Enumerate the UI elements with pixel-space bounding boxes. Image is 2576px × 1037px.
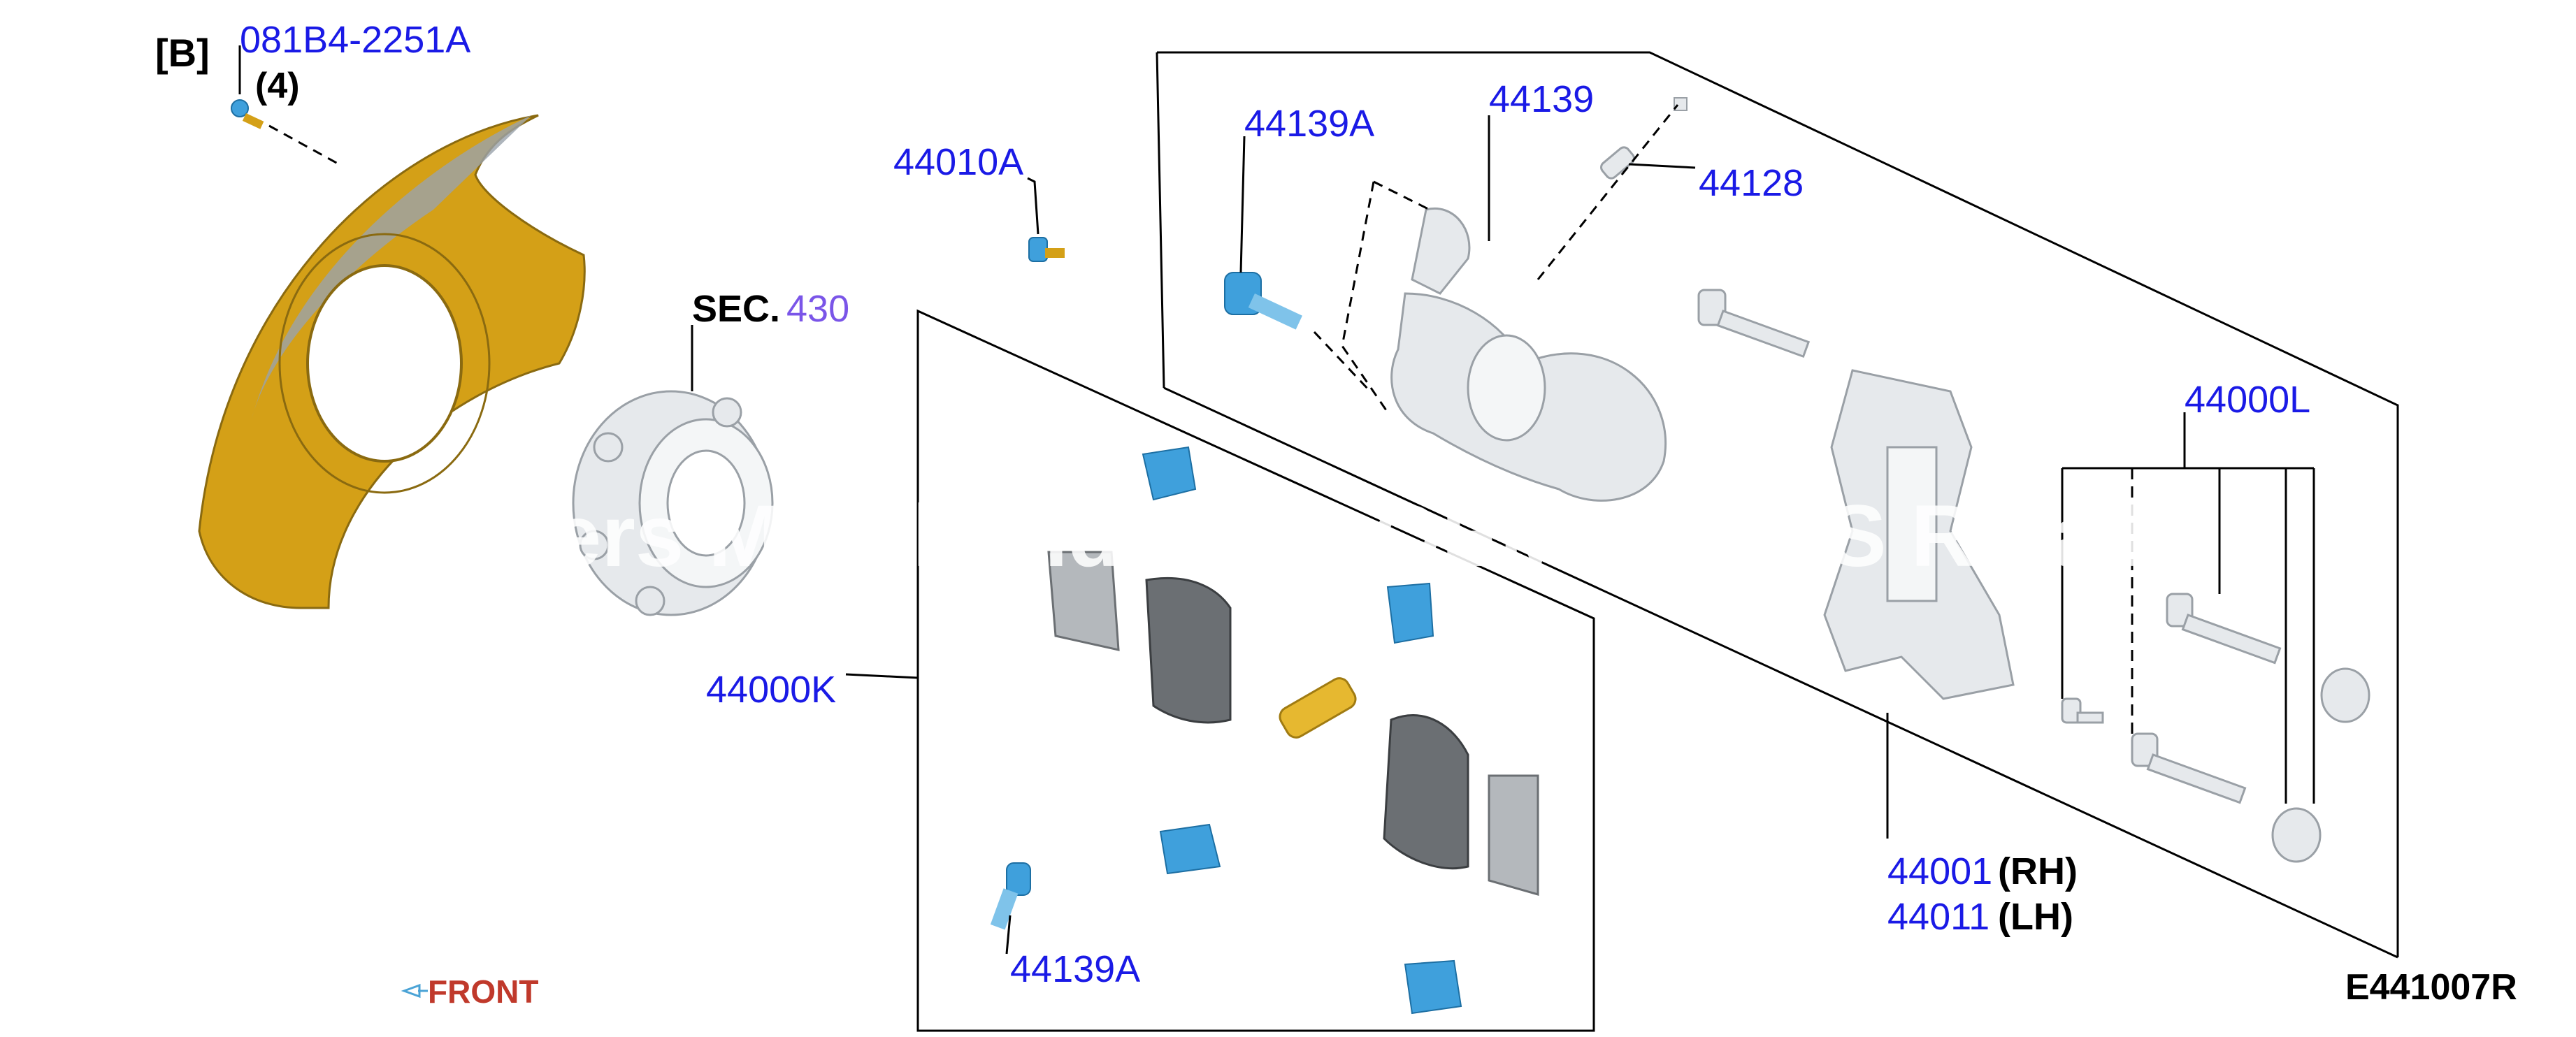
callout-44001-side: (RH) <box>1998 850 2078 892</box>
callout-44011-side: (LH) <box>1998 896 2073 938</box>
pad-shim-inner <box>1047 551 1120 651</box>
pad-kit-bolt-44139A-icon <box>990 862 1031 930</box>
view-tag: [B] <box>155 31 210 75</box>
brake-pad-inner <box>1145 576 1232 724</box>
callout-44139A-caliper[interactable]: 44139A <box>1244 103 1374 145</box>
callout-44139[interactable]: 44139 <box>1489 78 1594 120</box>
caliper-group-bottom-edge <box>1163 386 2398 959</box>
callout-44000K[interactable]: 44000K <box>706 669 836 711</box>
brake-dust-shield <box>198 114 586 609</box>
caliper-bracket <box>1823 369 2015 700</box>
hardware-kit-44000L <box>2061 593 2370 863</box>
pad-shim-outer <box>1488 774 1539 896</box>
callout-081B4-2251A-qty: (4) <box>255 66 300 106</box>
wheel-hub <box>572 390 774 616</box>
pad-clip-3-icon <box>1159 823 1221 875</box>
callout-44010A[interactable]: 44010A <box>893 141 1023 183</box>
slide-pin-icon <box>1697 289 1811 358</box>
front-indicator: FRONT <box>401 973 538 1010</box>
callout-44128[interactable]: 44128 <box>1699 162 1804 204</box>
callout-081B4-2251A[interactable]: 081B4-2251A <box>240 19 470 61</box>
watermark-text: Offers Merchandise to OEM PARTS Retail <box>426 488 2148 585</box>
leader-lines <box>238 45 2315 955</box>
bolt-44010A-icon <box>1028 237 1065 262</box>
hub-hole <box>306 264 463 463</box>
brake-pad-outer <box>1383 714 1469 870</box>
callout-44011[interactable]: 44011 <box>1887 896 1989 938</box>
callout-44000L[interactable]: 44000L <box>2185 379 2310 421</box>
pad-clips <box>1142 446 1462 1015</box>
bleeder-44128-icon <box>1600 97 1688 180</box>
shield-bolt-icon <box>231 99 264 129</box>
group-outlines <box>916 51 2399 1032</box>
section-prefix: SEC. <box>692 288 780 330</box>
pad-clip-2-icon <box>1386 582 1434 644</box>
callout-44139A-padkit[interactable]: 44139A <box>1010 948 1140 990</box>
caliper-body <box>1390 208 1667 502</box>
section-number-link[interactable]: 430 <box>786 288 849 330</box>
wear-indicator-icon <box>1279 677 1357 739</box>
caliper-group-left-edge <box>1156 52 1165 389</box>
pad-clip-4-icon <box>1404 959 1462 1015</box>
caliper-bolt-44139A-icon <box>1224 272 1302 330</box>
pad-clip-1-icon <box>1142 446 1197 501</box>
caliper-group-outline <box>1157 51 2399 957</box>
diagram-id: E441007R <box>2345 967 2517 1008</box>
front-arrow-icon <box>401 983 421 999</box>
front-label: FRONT <box>428 973 538 1010</box>
callout-44001[interactable]: 44001 <box>1887 850 1992 892</box>
pad-kit-outline <box>916 309 1595 1032</box>
